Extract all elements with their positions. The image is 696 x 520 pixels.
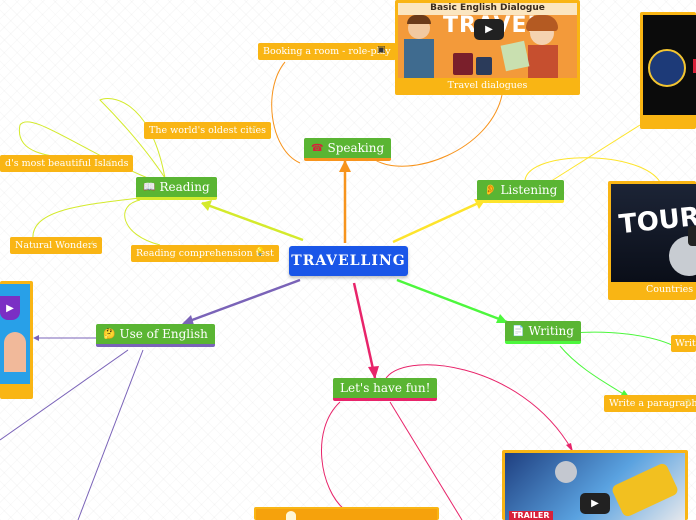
video-thumbnail-blue[interactable]: ▶ — [0, 284, 30, 384]
branch-reading[interactable]: 📖 Reading — [136, 177, 217, 200]
play-shield-icon: ▶ — [0, 296, 20, 320]
video-thumbnail-trailer[interactable]: ▶ TRAILER — [505, 453, 685, 520]
subtopic-booking-room[interactable]: Booking a room - role-play — [258, 43, 396, 60]
branch-fun-label: Let's have fun! — [340, 381, 431, 395]
check-icon: ✓ — [250, 124, 259, 135]
woman-character — [528, 45, 558, 78]
branch-speaking[interactable]: ☎ Speaking — [304, 138, 392, 161]
subtopic-writing-partial[interactable]: Writi — [671, 335, 696, 352]
card-travel-dialogues[interactable]: Basic English Dialogue TRAVEL ▶ Travel d… — [395, 0, 580, 95]
suitcase-icon — [453, 53, 473, 75]
image-icon: ▣ — [377, 45, 386, 55]
subtopic-natural-wonders-label: Natural Wonders — [15, 240, 98, 251]
page-icon: 📄 — [512, 325, 525, 337]
branch-writing-label: Writing — [528, 324, 574, 338]
subtopic-beautiful-islands[interactable]: d's most beautiful Islands — [0, 155, 134, 172]
map-icon — [500, 40, 530, 72]
subtopic-natural-wonders[interactable]: Natural Wonders — [10, 237, 103, 254]
card-listening-video[interactable] — [640, 12, 696, 129]
clock-icon: ◔ — [684, 397, 691, 406]
branch-listening[interactable]: 👂 Listening — [477, 180, 565, 203]
card-use-of-english-video[interactable]: ▶ — [0, 281, 33, 399]
branch-lets-have-fun[interactable]: Let's have fun! — [333, 378, 438, 401]
thinking-face-icon: 🤔 — [103, 328, 116, 340]
branch-speaking-label: Speaking — [327, 141, 385, 155]
play-button[interactable]: ▶ — [580, 493, 610, 514]
subtopic-booking-label: Booking a room - role-play — [263, 46, 391, 57]
subtopic-oldest-cities-label: The world's oldest cities — [149, 125, 267, 136]
ear-icon: 👂 — [484, 184, 497, 196]
branch-writing[interactable]: 📄 Writing — [505, 321, 581, 344]
lightbulb-icon: 💡 — [255, 247, 265, 256]
emblem-logo — [648, 49, 686, 87]
car-illustration — [610, 461, 680, 519]
card-caption: Countries ar — [646, 284, 696, 295]
subtopic-write-paragraph[interactable]: Write a paragraph — [604, 395, 696, 412]
video-thumbnail[interactable]: Basic English Dialogue TRAVEL ▶ — [398, 3, 577, 78]
play-button[interactable]: ▶ — [474, 19, 504, 40]
man-character — [404, 39, 434, 78]
branch-listening-label: Listening — [500, 183, 558, 197]
branch-use-of-english[interactable]: 🤔 Use of English — [96, 324, 215, 347]
check-icon: ✓ — [87, 239, 96, 250]
branch-use-of-english-label: Use of English — [119, 327, 208, 341]
card-trailer[interactable]: ▶ TRAILER — [502, 450, 688, 520]
play-icon: ▶ — [591, 498, 599, 509]
play-icon: ▶ — [6, 302, 14, 314]
card-caption: Travel dialogues — [447, 80, 528, 91]
subtopic-write-paragraph-label: Write a paragraph — [609, 398, 696, 409]
video-thumbnail-tour[interactable]: TOUR — [611, 184, 696, 282]
video-thumbnail-dark[interactable] — [643, 15, 696, 115]
open-book-icon: 📖 — [143, 181, 156, 193]
person-figure — [4, 332, 26, 372]
card-countries[interactable]: TOUR Countries ar — [608, 181, 696, 300]
trailer-badge: TRAILER — [509, 511, 553, 520]
subtopic-islands-label: d's most beautiful Islands — [5, 158, 129, 169]
tour-title: TOUR — [617, 201, 696, 241]
telephone-icon: ☎ — [311, 142, 324, 154]
check-icon: ✓ — [105, 157, 114, 168]
subtopic-comprehension-test[interactable]: Reading comprehension test — [131, 245, 279, 262]
subtopic-comprehension-label: Reading comprehension test — [136, 248, 274, 259]
play-icon: ▶ — [485, 24, 493, 35]
thumbnail-banner: Basic English Dialogue — [398, 3, 577, 15]
central-topic[interactable]: TRAVELLING — [289, 246, 408, 276]
subtopic-oldest-cities[interactable]: The world's oldest cities — [144, 122, 272, 139]
card-fun-video[interactable] — [254, 507, 439, 520]
branch-reading-label: Reading — [159, 180, 210, 194]
subtopic-writing-partial-label: Writi — [675, 338, 696, 349]
video-thumbnail-partial[interactable] — [256, 509, 437, 520]
